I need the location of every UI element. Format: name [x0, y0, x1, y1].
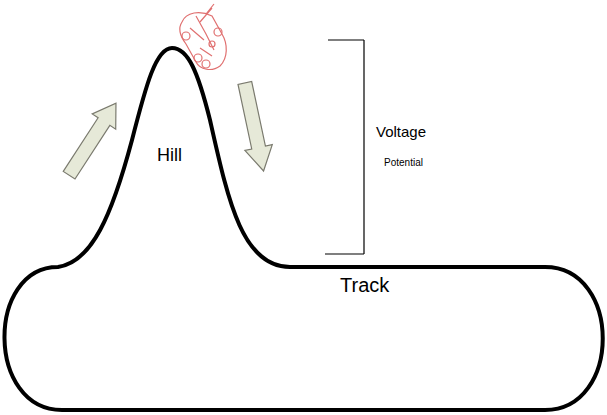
car-sketch — [180, 4, 226, 69]
hill-label: Hill — [157, 146, 182, 166]
potential-label: Potential — [384, 157, 423, 168]
track-label: Track — [340, 274, 389, 296]
voltage-bracket — [325, 40, 364, 254]
up-arrow — [57, 95, 127, 182]
track-outline — [4, 48, 602, 410]
voltage-label: Voltage — [376, 124, 426, 141]
down-arrow — [231, 80, 277, 174]
